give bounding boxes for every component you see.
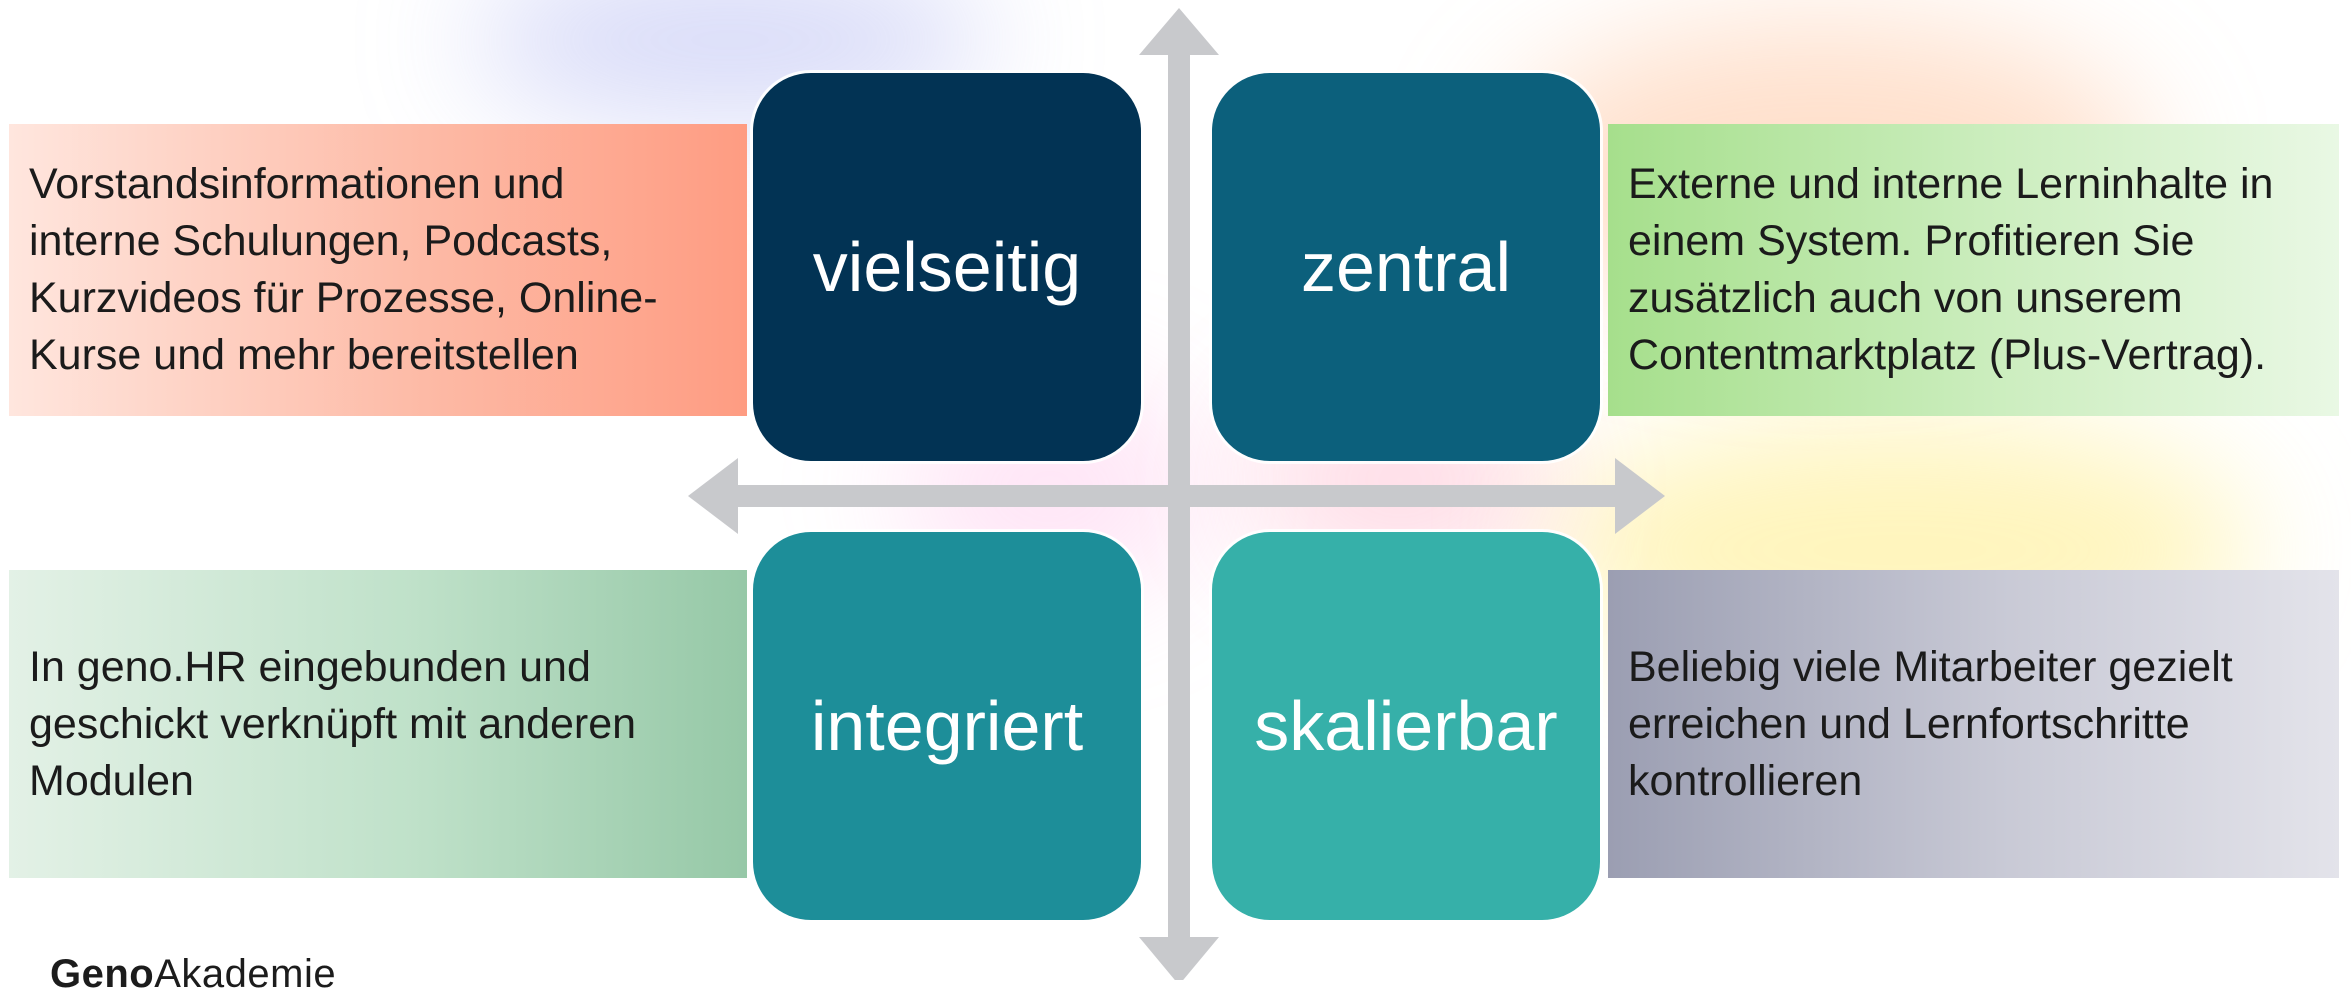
panel-integriert-description: In geno.HR eingebunden und geschickt ver… [9,570,747,878]
horizontal-axis [735,485,1620,507]
axis-arrow-up-icon [1139,8,1219,55]
axis-arrow-down-icon [1139,937,1219,980]
panel-skalierbar-description: Beliebig viele Mitarbeiter gezielt errei… [1608,570,2339,878]
panel-text: Vorstandsinformationen und interne Schul… [29,160,658,379]
tile-integriert: integriert [753,532,1141,920]
tile-vielseitig: vielseitig [753,73,1141,461]
geno-akademie-logo: GenoAkademie [50,952,336,996]
panel-text: Beliebig viele Mitarbeiter gezielt errei… [1628,642,2233,805]
axis-arrow-left-icon [688,458,738,534]
tile-zentral: zentral [1212,73,1600,461]
tile-label: skalierbar [1254,687,1558,765]
panel-vielseitig-description: Vorstandsinformationen und interne Schul… [9,124,747,416]
panel-zentral-description: Externe und interne Lerninhalte in einem… [1608,124,2339,416]
logo-part-akademie: Akademie [154,952,337,996]
logo-part-geno: Geno [50,952,155,996]
tile-label: zentral [1300,228,1512,306]
tile-label: vielseitig [812,228,1082,306]
axis-arrow-right-icon [1615,458,1665,534]
panel-text: In geno.HR eingebunden und geschickt ver… [29,642,637,805]
tile-label: integriert [810,687,1084,765]
panel-text: Externe und interne Lerninhalte in einem… [1628,160,2274,379]
tile-skalierbar: skalierbar [1212,532,1600,920]
